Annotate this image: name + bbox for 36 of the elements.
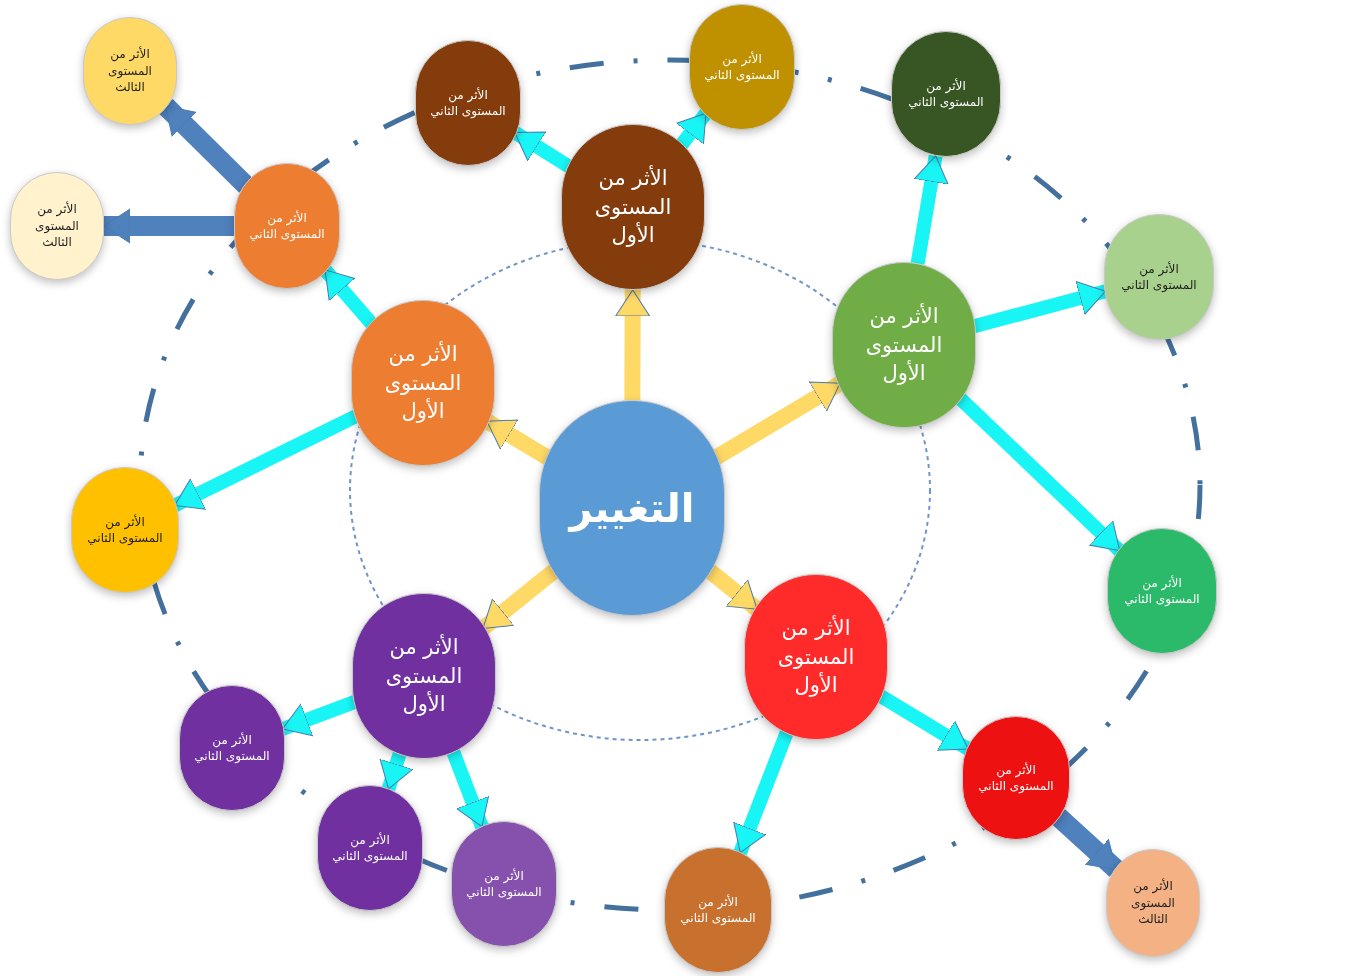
node-text: الأثر من المستوى الأول [593, 164, 673, 250]
block-arrow [280, 695, 358, 737]
node-text: الأثر من المستوى الثاني [465, 867, 543, 901]
node-text: الأثر من المستوى الثاني [907, 77, 985, 111]
block-arrow [876, 689, 972, 756]
block-arrow [615, 289, 651, 401]
node-text: الأثر من المستوى الثاني [331, 831, 409, 865]
block-arrow [733, 730, 794, 856]
node-text: الأثر من المستوى الأول [384, 633, 464, 719]
block-arrow [379, 751, 414, 792]
node-text: الأثر من المستوى الثالث [1130, 878, 1176, 928]
block-arrow [103, 208, 234, 244]
block-arrow [954, 392, 1125, 556]
block-arrow [158, 99, 254, 193]
block-arrow [446, 749, 489, 830]
node-text: الأثر من المستوى الثاني [429, 86, 507, 120]
block-arrow [1051, 809, 1123, 877]
node-text: الأثر من المستوى الثاني [679, 893, 757, 927]
block-arrow [171, 409, 360, 512]
node-text: الأثر من المستوى الثاني [703, 50, 781, 84]
node-text: الأثر من المستوى الأول [383, 340, 463, 426]
block-arrow [319, 265, 378, 329]
block-arrow [675, 108, 712, 150]
node-text: الأثر من المستوى الأول [776, 614, 856, 700]
block-arrow [511, 126, 574, 174]
center-title: التغيير [566, 483, 696, 534]
node-text: الأثر من المستوى الثالث [34, 201, 80, 251]
node-text: الأثر من المستوى الأول [864, 302, 944, 388]
node-text: الأثر من المستوى الثاني [248, 209, 326, 243]
node-text: الأثر من المستوى الثاني [86, 513, 164, 547]
block-arrow [910, 154, 949, 265]
node-text: الأثر من المستوى الثاني [1123, 574, 1201, 608]
node-text: الأثر من المستوى الثاني [193, 731, 271, 765]
node-text: الأثر من المستوى الثالث [107, 46, 153, 96]
node-text: الأثر من المستوى الثاني [977, 761, 1055, 795]
node-text: الأثر من المستوى الثاني [1120, 260, 1198, 294]
